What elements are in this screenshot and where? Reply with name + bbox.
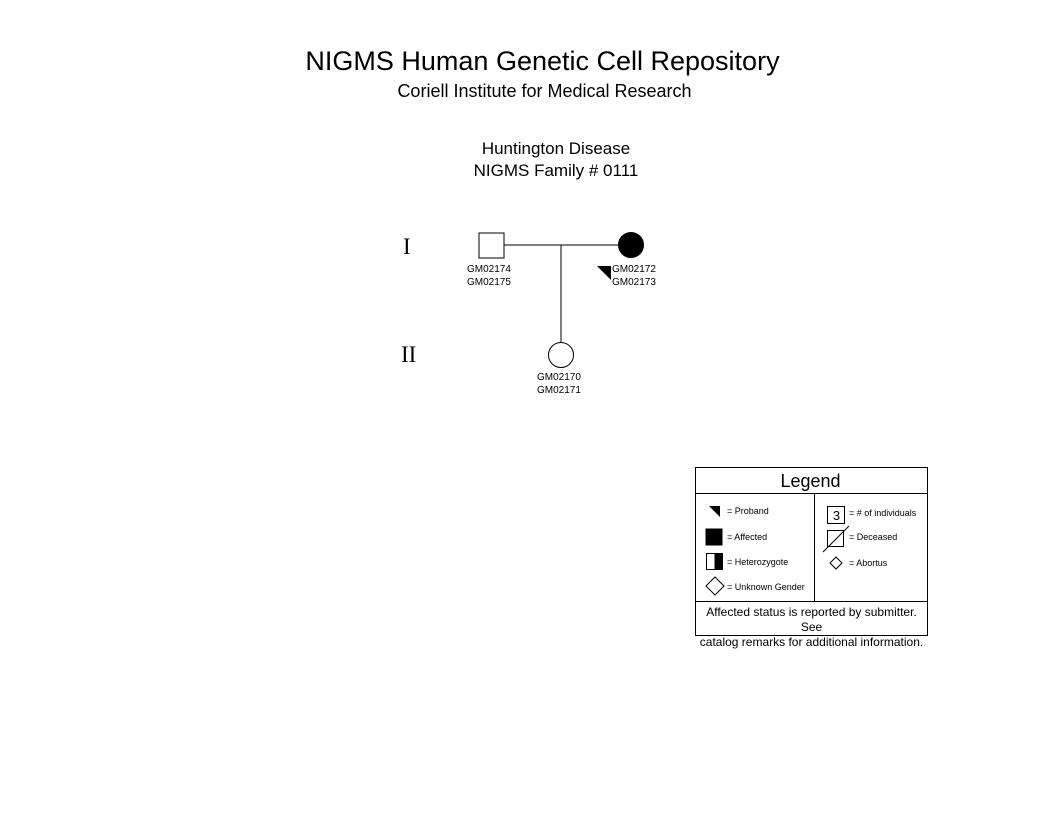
legend-divider	[814, 494, 815, 601]
individual-ids: GM02172 GM02173	[612, 263, 656, 289]
disease-name: Huntington Disease	[481, 139, 631, 158]
heterozygote-fill	[714, 553, 723, 570]
individual-ids: GM02174 GM02175	[467, 263, 511, 289]
legend-symbols	[705, 506, 850, 596]
cell-line-id: GM02171	[537, 385, 581, 396]
legend-label-heterozygote: = Heterozygote	[727, 557, 789, 567]
legend-note: Affected status is reported by submitter…	[696, 605, 927, 650]
generation-label-i: I	[403, 234, 411, 259]
legend-divider	[696, 601, 927, 602]
proband-arrow-icon	[597, 266, 611, 280]
cell-line-id: GM02174	[467, 264, 511, 275]
individual-ids: GM02170 GM02171	[537, 371, 581, 397]
family-number: NIGMS Family # 0111	[473, 161, 639, 180]
cell-line-id: GM02173	[612, 277, 656, 288]
legend-label-proband: = Proband	[727, 506, 769, 516]
legend-label-affected: = Affected	[727, 532, 768, 542]
legend-note-line: Affected status is reported by submitter…	[706, 605, 917, 634]
generation-label-ii: II	[401, 342, 417, 367]
legend-note-line: catalog remarks for additional informati…	[699, 635, 924, 649]
legend-divider	[696, 493, 927, 494]
legend-label-count: = # of individuals	[849, 508, 917, 518]
individual-circle-affected	[618, 232, 644, 258]
legend-box: Legend 3 = Proband = Affected = Heterozy…	[695, 467, 928, 649]
legend-label-abortus: = Abortus	[849, 558, 888, 568]
page-subtitle: Coriell Institute for Medical Research	[397, 81, 692, 101]
affected-square-icon	[705, 528, 723, 546]
legend-title: Legend	[780, 471, 841, 491]
count-box-value: 3	[832, 508, 841, 523]
unknown-gender-diamond-icon	[705, 576, 725, 596]
cell-line-id: GM02172	[612, 264, 656, 275]
deceased-box-icon	[827, 530, 844, 547]
legend-label-unknown-gender: = Unknown Gender	[727, 582, 805, 592]
legend-label-deceased: = Deceased	[849, 532, 898, 542]
proband-arrow-icon	[709, 506, 720, 517]
cell-line-id: GM02175	[467, 277, 511, 288]
abortus-diamond-icon	[829, 556, 843, 570]
individual-square-unaffected	[478, 232, 505, 259]
deceased-slash-icon	[822, 525, 850, 553]
individual-circle-unaffected	[548, 342, 574, 368]
cell-line-id: GM02170	[537, 372, 581, 383]
count-box-icon	[827, 506, 845, 524]
page-title: NIGMS Human Genetic Cell Repository	[305, 46, 780, 76]
